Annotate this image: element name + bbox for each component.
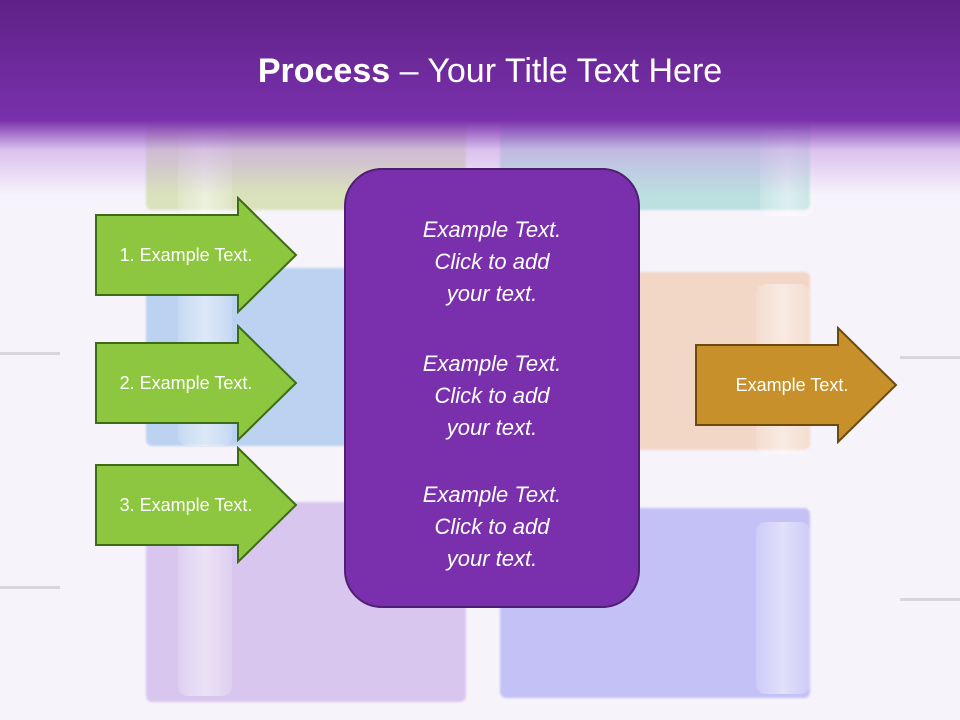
center-text-block-2: Example Text. Click to add your text. [346,348,638,444]
center-text-line: Click to add [434,514,550,539]
roller-bottom-right [756,522,810,694]
input-arrow-label: 2. Example Text. [119,372,253,393]
input-arrow-1[interactable]: 1. Example Text. [94,196,300,314]
center-text-line: Click to add [434,383,550,408]
output-arrow[interactable]: Example Text. [694,326,900,444]
center-text-line: Click to add [434,249,550,274]
handle-left-mid [0,352,60,355]
center-text-line: Example Text. [422,217,562,242]
input-arrow-2[interactable]: 2. Example Text. [94,324,300,442]
center-text-line: your text. [446,546,538,571]
input-arrow-3[interactable]: 3. Example Text. [94,446,300,564]
arrow-shape [95,446,298,564]
title-rest: – Your Title Text Here [390,52,723,90]
input-arrow-label: 3. Example Text. [119,494,253,515]
output-arrow-label: Example Text. [735,374,849,395]
center-process-box[interactable]: Example Text. Click to add your text. Ex… [344,168,640,608]
arrow-shape [95,324,298,442]
center-text-line: Example Text. [422,351,562,376]
handle-left-bottom [0,586,60,589]
center-text-block-3: Example Text. Click to add your text. [346,479,638,575]
center-text-line: your text. [446,415,538,440]
slide-title: Process – Your Title Text Here [0,52,960,91]
input-arrow-label: 1. Example Text. [119,244,253,265]
roller-bottom-left [178,520,232,696]
header-band [0,0,960,200]
title-bold: Process [257,52,391,90]
arrow-shape [95,196,298,314]
handle-right-bottom [900,598,960,601]
center-text-line: Example Text. [422,482,562,507]
center-text-line: your text. [446,281,538,306]
handle-right-mid [900,356,960,359]
arrow-shape [695,326,898,444]
center-text-block-1: Example Text. Click to add your text. [346,214,638,310]
